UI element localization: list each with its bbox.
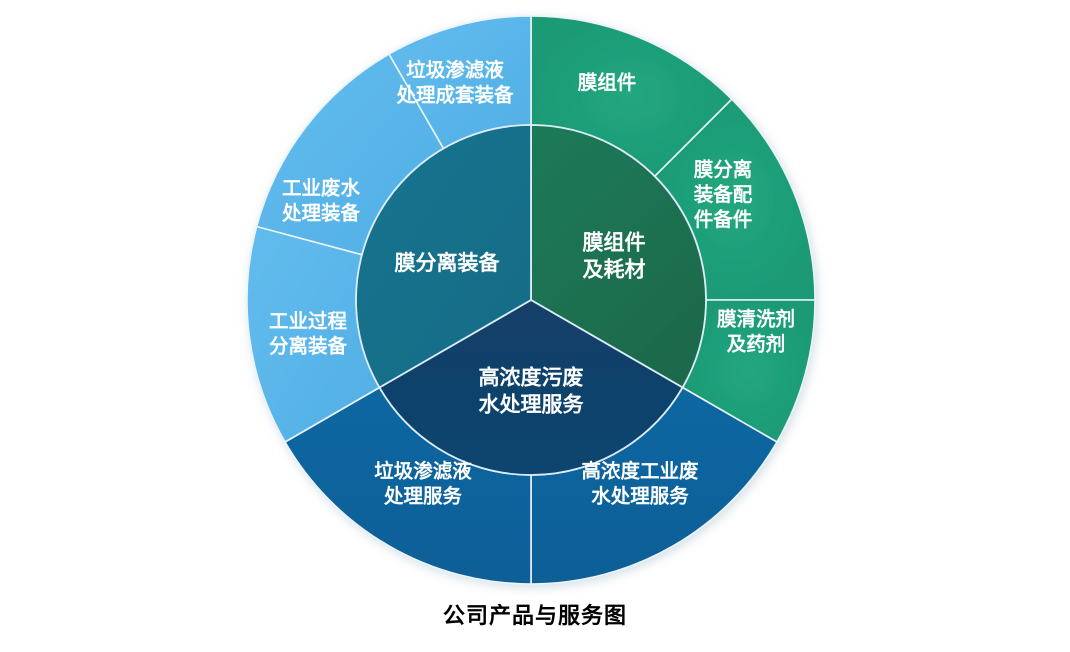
donut-chart-container: 膜组件及耗材高浓度污废水处理服务膜分离装备膜组件膜分离装备配件备件膜清洗剂及药剂…	[246, 15, 816, 585]
inner-ring	[355, 124, 707, 476]
segment-label-outer-industrial-wastewater-equipment: 工业废水处理装备	[281, 177, 361, 225]
chart-segment-inner-membrane-modules[interactable]	[530, 124, 707, 389]
segment-label-outer-industrial-process-separation-equipment: 工业过程分离装备	[269, 311, 348, 358]
segment-label-outer-membrane-module: 膜组件	[577, 71, 637, 94]
segment-label-outer-landfill-leachate-service: 垃圾渗滤液处理服务	[374, 460, 472, 508]
segment-label-line: 处理装备	[281, 202, 361, 225]
segment-label-line: 膜组件	[577, 71, 637, 94]
outer-ring	[246, 15, 816, 585]
chart-segment-inner-high-concentration-wastewater[interactable]	[378, 299, 684, 476]
segment-label-line: 处理成套装备	[395, 84, 514, 107]
segment-label-line: 及药剂	[727, 333, 786, 356]
segment-label-line: 水处理服务	[479, 392, 585, 416]
segment-label-outer-membrane-cleaning-agents: 膜清洗剂及药剂	[716, 308, 795, 356]
segment-label-outer-high-concentration-industrial-wastewater-service: 高浓度工业废水处理服务	[581, 460, 699, 508]
chart-segment-inner-membrane-separation-equipment[interactable]	[355, 124, 532, 389]
segment-label-line: 处理服务	[383, 485, 463, 508]
segment-label-line: 分离装备	[269, 335, 348, 358]
segment-label-outer-landfill-leachate-equipment: 垃圾渗滤液处理成套装备	[395, 59, 514, 107]
segment-label-outer-membrane-separation-parts: 膜分离装备配件备件	[693, 158, 753, 231]
segment-label-line: 工业过程	[269, 311, 348, 333]
segment-label-line: 件备件	[694, 208, 753, 231]
segment-label-inner-high-concentration-wastewater: 高浓度污废水处理服务	[479, 365, 585, 416]
figure-caption: 公司产品与服务图	[442, 603, 627, 628]
sunburst-chart: 膜组件及耗材高浓度污废水处理服务膜分离装备膜组件膜分离装备配件备件膜清洗剂及药剂…	[246, 15, 816, 585]
segment-labels: 膜组件及耗材高浓度污废水处理服务膜分离装备膜组件膜分离装备配件备件膜清洗剂及药剂…	[269, 59, 795, 508]
segment-label-inner-membrane-modules: 膜组件及耗材	[583, 230, 646, 281]
segment-label-line: 工业废水	[282, 177, 361, 200]
segment-label-line: 高浓度污废	[479, 365, 584, 389]
segment-label-line: 膜清洗剂	[716, 308, 795, 331]
segment-label-line: 膜分离装备	[395, 251, 501, 275]
chart-geometry	[246, 15, 816, 585]
segment-label-line: 垃圾渗滤液	[374, 460, 472, 483]
segment-label-line: 装备配	[693, 183, 753, 206]
segment-label-line: 高浓度工业废	[581, 460, 699, 483]
segment-label-line: 垃圾渗滤液	[406, 59, 504, 82]
segment-label-line: 及耗材	[583, 257, 646, 281]
segment-label-inner-membrane-separation-equipment: 膜分离装备	[395, 251, 501, 275]
segment-label-line: 膜分离	[693, 158, 753, 181]
segment-label-line: 水处理服务	[591, 485, 689, 508]
segment-label-line: 膜组件	[583, 230, 646, 254]
